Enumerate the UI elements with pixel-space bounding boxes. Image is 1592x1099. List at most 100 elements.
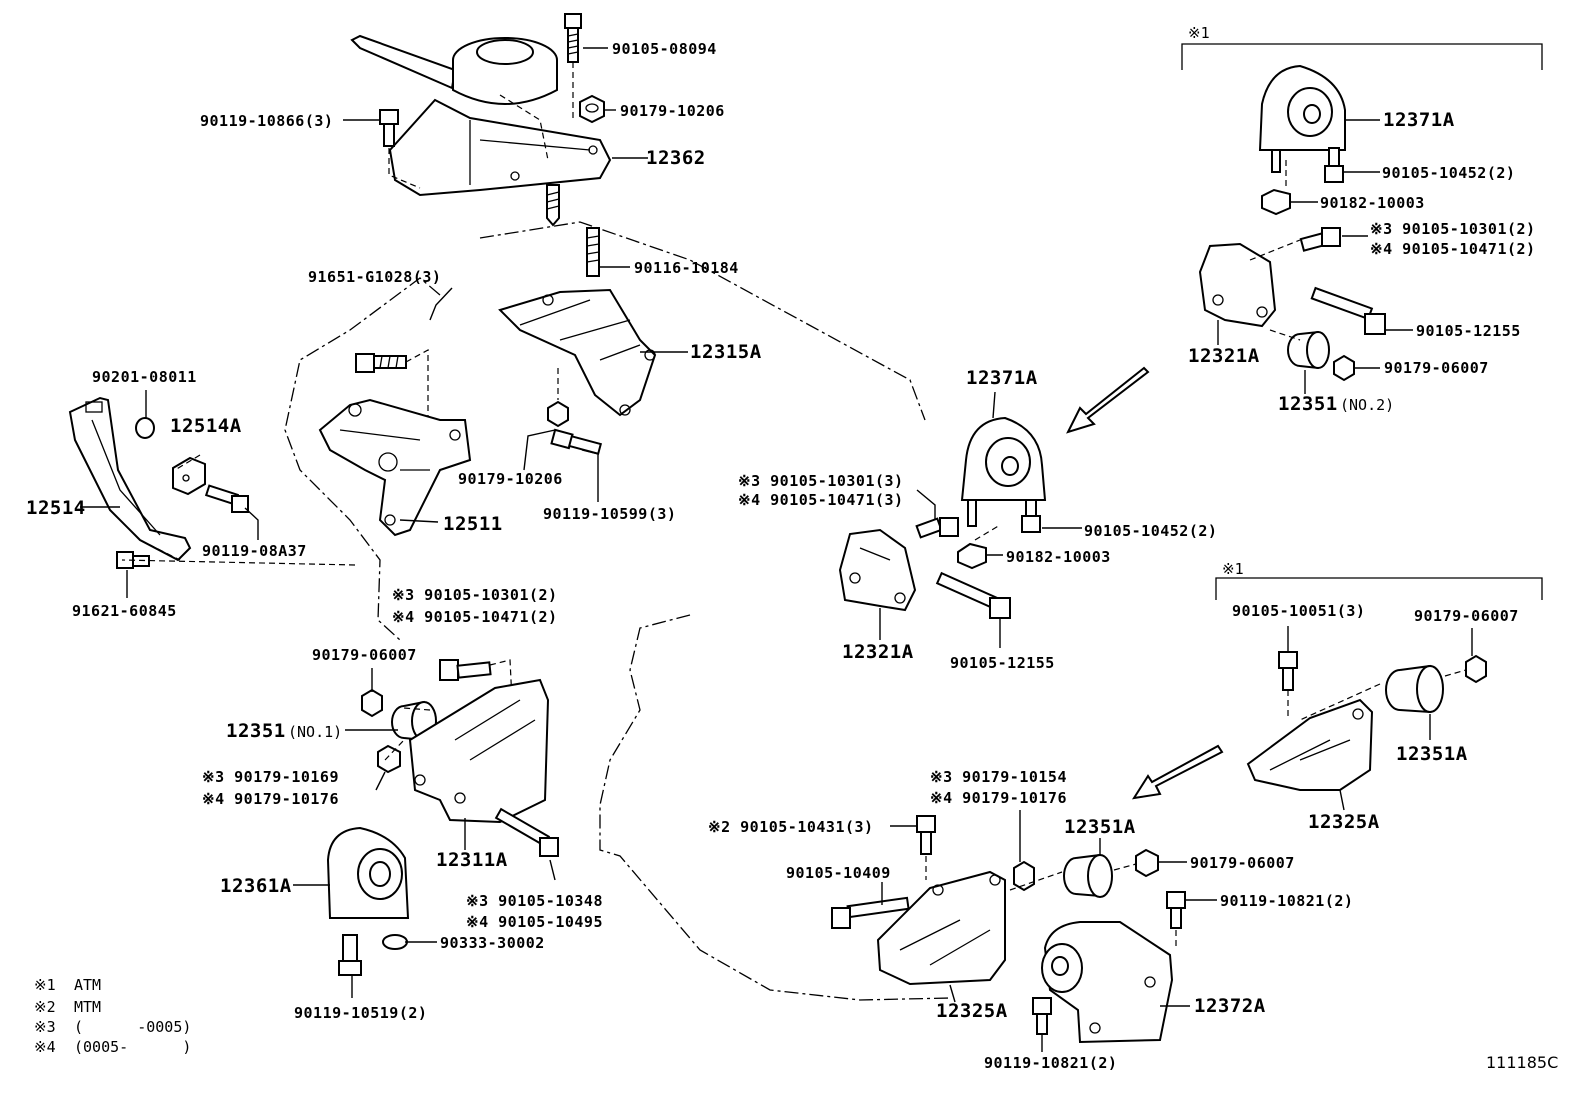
note-mark: ※4	[34, 1038, 56, 1056]
part-label: 12325A	[1308, 811, 1380, 833]
part-label: 90105-10452(2)	[1382, 164, 1515, 182]
bolt-90105-10409-drawing	[831, 896, 910, 929]
bolt-90105-10431-drawing	[916, 815, 936, 880]
group-mark: ※1	[1188, 24, 1210, 42]
part-label: 90182-10003	[1006, 548, 1111, 566]
nut-90179-10154-drawing	[1013, 860, 1035, 892]
part-12315A-drawing	[498, 288, 657, 417]
part-label: 12371A	[966, 367, 1038, 389]
part-label: 90105-12155	[950, 654, 1055, 672]
part-label: 90182-10003	[1320, 194, 1425, 212]
part-12321A-right-drawing	[1198, 242, 1277, 328]
part-label: 12361A	[220, 875, 292, 897]
part-12514-drawing	[68, 396, 192, 562]
washer-90201-08011-drawing	[135, 417, 155, 439]
part-label: 90179-06007	[312, 646, 417, 664]
part-label: ※3 90105-10301(2)	[1370, 220, 1536, 238]
note-mark: ※3	[34, 1018, 56, 1036]
direction-arrow-lower	[1131, 744, 1224, 800]
diagram-id: 111185C	[1486, 1053, 1558, 1072]
bolt-90105-10301-right-drawing	[1299, 227, 1341, 252]
part-label: ※2 90105-10431(3)	[708, 818, 874, 836]
part-label: 90119-10519(2)	[294, 1004, 427, 1022]
part-12311A-drawing	[408, 678, 550, 824]
part-label: 90179-10206	[458, 470, 563, 488]
part-label: 90105-12155	[1416, 322, 1521, 340]
part-label: 91651-G1028(3)	[308, 268, 441, 286]
part-label: 12321A	[842, 641, 914, 663]
part-12351A-bottom-drawing	[1063, 853, 1113, 898]
part-label: 12351A	[1064, 816, 1136, 838]
part-12351A-right-drawing	[1385, 664, 1444, 714]
part-label: 90116-10184	[634, 259, 739, 277]
nut-90179-06007-bottom-drawing	[1135, 848, 1159, 878]
part-label: ※3 90105-10301(3)	[738, 472, 904, 490]
part-label: 12351	[226, 720, 286, 742]
bolt-91651-G1028-drawing	[355, 348, 429, 470]
part-12511-drawing	[318, 398, 472, 537]
part-label: 12351A	[1396, 743, 1468, 765]
part-label: 12315A	[690, 341, 762, 363]
part-label: 12514A	[170, 415, 242, 437]
plug-90333-30002-drawing	[382, 934, 408, 950]
part-12325A-bottom-drawing	[876, 870, 1006, 986]
bolt-90105-10452-center-drawing	[1021, 499, 1041, 533]
part-label: ※4 90179-10176	[930, 789, 1067, 807]
part-label: 90119-10866(3)	[200, 112, 333, 130]
group-marks: ※1 ※1	[1188, 24, 1244, 578]
part-label: 12371A	[1383, 109, 1455, 131]
part-12371A-right-drawing	[1258, 64, 1346, 173]
part-label: 90333-30002	[440, 934, 545, 952]
part-label: ※4 90105-10471(2)	[392, 608, 558, 626]
part-label: (NO.2)	[1340, 396, 1394, 414]
note-text: MTM	[74, 998, 101, 1016]
part-label: (NO.1)	[288, 723, 342, 741]
part-label: 12362	[646, 147, 706, 169]
part-label: 90119-08A37	[202, 542, 307, 560]
part-label: 12514	[26, 497, 86, 519]
part-label: ※4 90105-10471(3)	[738, 491, 904, 509]
bolt-90105-10051-drawing	[1278, 651, 1298, 720]
part-12372A-drawing	[1041, 921, 1174, 1044]
part-label: 12325A	[936, 1000, 1008, 1022]
group-bracket-lower	[1215, 577, 1543, 600]
note-mark: ※1	[34, 976, 56, 994]
note-mark: ※2	[34, 998, 56, 1016]
bolt-90105-12155-right-drawing	[1310, 286, 1386, 335]
bolt-90105-08094-drawing	[564, 13, 582, 120]
group-mark: ※1	[1222, 560, 1244, 578]
bolt-90119-10821-upper-drawing	[1166, 891, 1186, 929]
part-label: ※3 90105-10348	[466, 892, 603, 910]
nut-90179-10169-drawing	[377, 744, 401, 774]
part-label: ※3 90179-10169	[202, 768, 339, 786]
part-12351-no2-drawing	[1287, 330, 1330, 370]
bolt-90105-10452-right-drawing	[1324, 147, 1344, 183]
part-label: 12511	[443, 513, 503, 535]
part-label: 12311A	[436, 849, 508, 871]
note-text: (0005- )	[74, 1038, 191, 1056]
assembly-dash-lines	[121, 94, 1467, 950]
part-label: 90201-08011	[92, 368, 197, 386]
note-text: ATM	[74, 976, 101, 994]
part-label: 90119-10599(3)	[543, 505, 676, 523]
part-label: 90105-10051(3)	[1232, 602, 1365, 620]
part-label: 90179-06007	[1414, 607, 1519, 625]
part-12361A-drawing	[326, 826, 410, 919]
bolt-90119-08A37-drawing	[204, 484, 249, 513]
part-label: 12372A	[1194, 995, 1266, 1017]
part-label: 90105-08094	[612, 40, 717, 58]
part-label: 12321A	[1188, 345, 1260, 367]
part-12321A-center-drawing	[838, 528, 917, 612]
nut-90179-10206-top-drawing	[579, 94, 605, 124]
bolt-90119-10866-drawing	[379, 109, 421, 189]
part-label: 12351	[1278, 393, 1338, 415]
part-label: ※4 90105-10495	[466, 913, 603, 931]
chain-outline	[284, 221, 951, 1001]
group-bracket-upper	[1181, 43, 1543, 70]
stud-90116-10184-drawing	[586, 227, 600, 277]
nut-90179-06007-far-right-drawing	[1465, 654, 1487, 684]
direction-arrow-upper	[1066, 366, 1150, 434]
part-label: 90179-10206	[620, 102, 725, 120]
part-label: ※3 90105-10301(2)	[392, 586, 558, 604]
